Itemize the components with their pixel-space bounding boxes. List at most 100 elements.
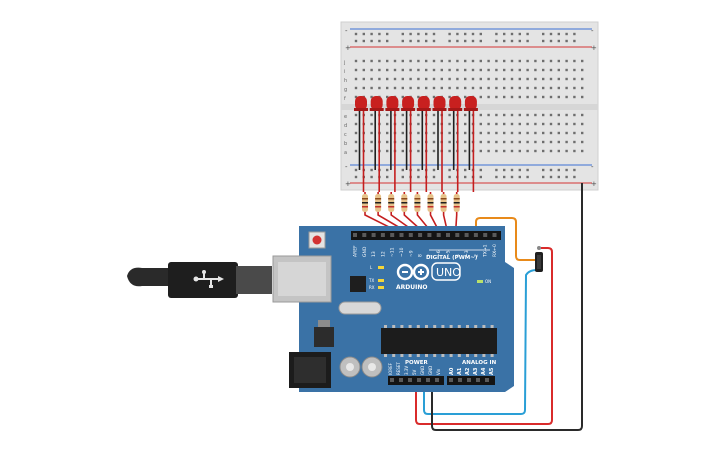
rail-hole[interactable] bbox=[464, 175, 467, 179]
led[interactable] bbox=[449, 96, 462, 110]
breadboard-hole[interactable] bbox=[425, 77, 428, 81]
breadboard-hole[interactable] bbox=[417, 59, 420, 63]
breadboard-hole[interactable] bbox=[440, 59, 443, 63]
breadboard-hole[interactable] bbox=[393, 68, 397, 72]
rail-hole[interactable] bbox=[479, 175, 482, 179]
breadboard-hole[interactable] bbox=[487, 113, 490, 117]
breadboard-hole[interactable] bbox=[479, 86, 482, 90]
breadboard-hole[interactable] bbox=[557, 113, 560, 117]
breadboard-hole[interactable] bbox=[534, 68, 537, 72]
breadboard-hole[interactable] bbox=[495, 95, 498, 99]
led[interactable] bbox=[386, 96, 399, 110]
rail-hole[interactable] bbox=[378, 39, 381, 43]
breadboard-hole[interactable] bbox=[534, 86, 537, 90]
breadboard-hole[interactable] bbox=[518, 113, 521, 117]
breadboard-hole[interactable] bbox=[448, 59, 451, 63]
breadboard-hole[interactable] bbox=[464, 95, 467, 99]
rail-hole[interactable] bbox=[370, 39, 373, 43]
power-pin-hole[interactable] bbox=[426, 378, 430, 382]
rail-hole[interactable] bbox=[370, 175, 373, 179]
analog-pin-hole[interactable] bbox=[467, 378, 471, 382]
rail-hole[interactable] bbox=[448, 175, 451, 179]
breadboard-hole[interactable] bbox=[557, 149, 560, 153]
rail-hole[interactable] bbox=[362, 32, 365, 36]
rail-hole[interactable] bbox=[549, 168, 553, 172]
breadboard-hole[interactable] bbox=[526, 86, 529, 90]
breadboard-hole[interactable] bbox=[401, 122, 404, 126]
breadboard-hole[interactable] bbox=[354, 131, 358, 135]
rail-hole[interactable] bbox=[456, 32, 459, 36]
rail-hole[interactable] bbox=[565, 175, 568, 179]
rail-hole[interactable] bbox=[409, 39, 412, 43]
breadboard-hole[interactable] bbox=[448, 140, 451, 144]
breadboard-hole[interactable] bbox=[401, 68, 404, 72]
breadboard-hole[interactable] bbox=[557, 86, 560, 90]
breadboard-hole[interactable] bbox=[432, 149, 436, 153]
breadboard-hole[interactable] bbox=[370, 122, 373, 126]
rail-hole[interactable] bbox=[432, 39, 436, 43]
breadboard-hole[interactable] bbox=[549, 86, 553, 90]
breadboard-hole[interactable] bbox=[573, 140, 576, 144]
breadboard-hole[interactable] bbox=[542, 59, 545, 63]
breadboard-hole[interactable] bbox=[510, 77, 514, 81]
potentiometer[interactable] bbox=[535, 246, 543, 272]
breadboard-hole[interactable] bbox=[542, 86, 545, 90]
rail-hole[interactable] bbox=[573, 39, 576, 43]
breadboard-hole[interactable] bbox=[354, 59, 358, 63]
power-header[interactable] bbox=[388, 376, 444, 385]
breadboard-hole[interactable] bbox=[401, 140, 404, 144]
breadboard-hole[interactable] bbox=[378, 68, 381, 72]
rail-hole[interactable] bbox=[409, 32, 412, 36]
rail-hole[interactable] bbox=[479, 32, 482, 36]
breadboard-hole[interactable] bbox=[534, 77, 537, 81]
rail-hole[interactable] bbox=[464, 39, 467, 43]
rail-hole[interactable] bbox=[417, 175, 420, 179]
rail-hole[interactable] bbox=[573, 32, 576, 36]
rail-hole[interactable] bbox=[448, 168, 451, 172]
breadboard-hole[interactable] bbox=[549, 131, 553, 135]
digital-pin-hole[interactable] bbox=[418, 233, 423, 237]
breadboard-hole[interactable] bbox=[549, 77, 553, 81]
breadboard-hole[interactable] bbox=[503, 77, 506, 81]
rail-hole[interactable] bbox=[417, 168, 420, 172]
breadboard-hole[interactable] bbox=[487, 68, 490, 72]
rail-hole[interactable] bbox=[354, 32, 358, 36]
breadboard-hole[interactable] bbox=[518, 86, 521, 90]
breadboard-hole[interactable] bbox=[370, 77, 373, 81]
rail-hole[interactable] bbox=[542, 175, 545, 179]
breadboard-hole[interactable] bbox=[432, 140, 436, 144]
rail-hole[interactable] bbox=[526, 32, 529, 36]
digital-pin-hole[interactable] bbox=[371, 233, 376, 237]
breadboard-hole[interactable] bbox=[464, 122, 467, 126]
breadboard-hole[interactable] bbox=[479, 68, 482, 72]
breadboard-hole[interactable] bbox=[471, 86, 475, 90]
breadboard-hole[interactable] bbox=[354, 140, 358, 144]
rail-hole[interactable] bbox=[471, 39, 475, 43]
breadboard-hole[interactable] bbox=[464, 140, 467, 144]
breadboard-hole[interactable] bbox=[581, 113, 584, 117]
breadboard-hole[interactable] bbox=[417, 68, 420, 72]
breadboard-hole[interactable] bbox=[479, 113, 482, 117]
rail-hole[interactable] bbox=[479, 168, 482, 172]
breadboard-hole[interactable] bbox=[581, 140, 584, 144]
breadboard-hole[interactable] bbox=[370, 149, 373, 153]
breadboard-hole[interactable] bbox=[565, 149, 568, 153]
analog-pin-hole[interactable] bbox=[485, 378, 489, 382]
breadboard-hole[interactable] bbox=[526, 113, 529, 117]
rail-hole[interactable] bbox=[354, 168, 358, 172]
breadboard-hole[interactable] bbox=[471, 68, 475, 72]
rail-hole[interactable] bbox=[503, 175, 506, 179]
rail-hole[interactable] bbox=[354, 39, 358, 43]
breadboard-hole[interactable] bbox=[409, 59, 412, 63]
breadboard-hole[interactable] bbox=[518, 68, 521, 72]
breadboard-hole[interactable] bbox=[565, 113, 568, 117]
breadboard-hole[interactable] bbox=[549, 140, 553, 144]
breadboard-hole[interactable] bbox=[573, 149, 576, 153]
rail-hole[interactable] bbox=[378, 32, 381, 36]
breadboard-hole[interactable] bbox=[464, 86, 467, 90]
potentiometer-knob[interactable] bbox=[537, 255, 541, 269]
breadboard-hole[interactable] bbox=[432, 77, 436, 81]
rail-hole[interactable] bbox=[542, 39, 545, 43]
blue-wire[interactable] bbox=[423, 269, 538, 415]
